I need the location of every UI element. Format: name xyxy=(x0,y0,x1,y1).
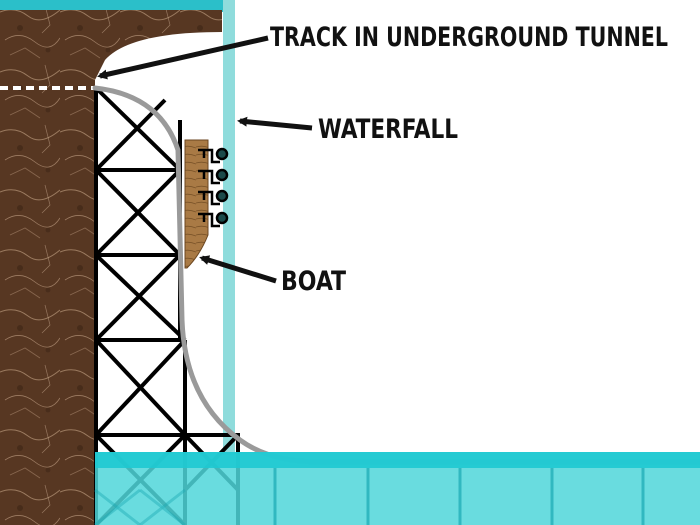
passenger-1 xyxy=(198,147,229,164)
passenger-4 xyxy=(198,211,229,228)
rock-wall xyxy=(0,30,95,525)
track-pointer-arrow xyxy=(97,35,269,80)
tunnel-ceiling xyxy=(95,30,222,80)
passenger-2 xyxy=(198,168,229,185)
passenger-3 xyxy=(198,189,229,206)
boat-label: BOAT xyxy=(281,266,346,297)
boat xyxy=(184,139,209,269)
track-label: TRACK IN UNDERGROUND TUNNEL xyxy=(270,22,668,53)
waterfall-pointer-arrow xyxy=(237,116,313,131)
boat-pointer-arrow xyxy=(199,255,277,284)
passenger-figures xyxy=(198,147,229,228)
waterfall-stream xyxy=(223,0,235,455)
water-pool xyxy=(94,452,700,525)
waterfall-label: WATERFALL xyxy=(318,114,458,145)
